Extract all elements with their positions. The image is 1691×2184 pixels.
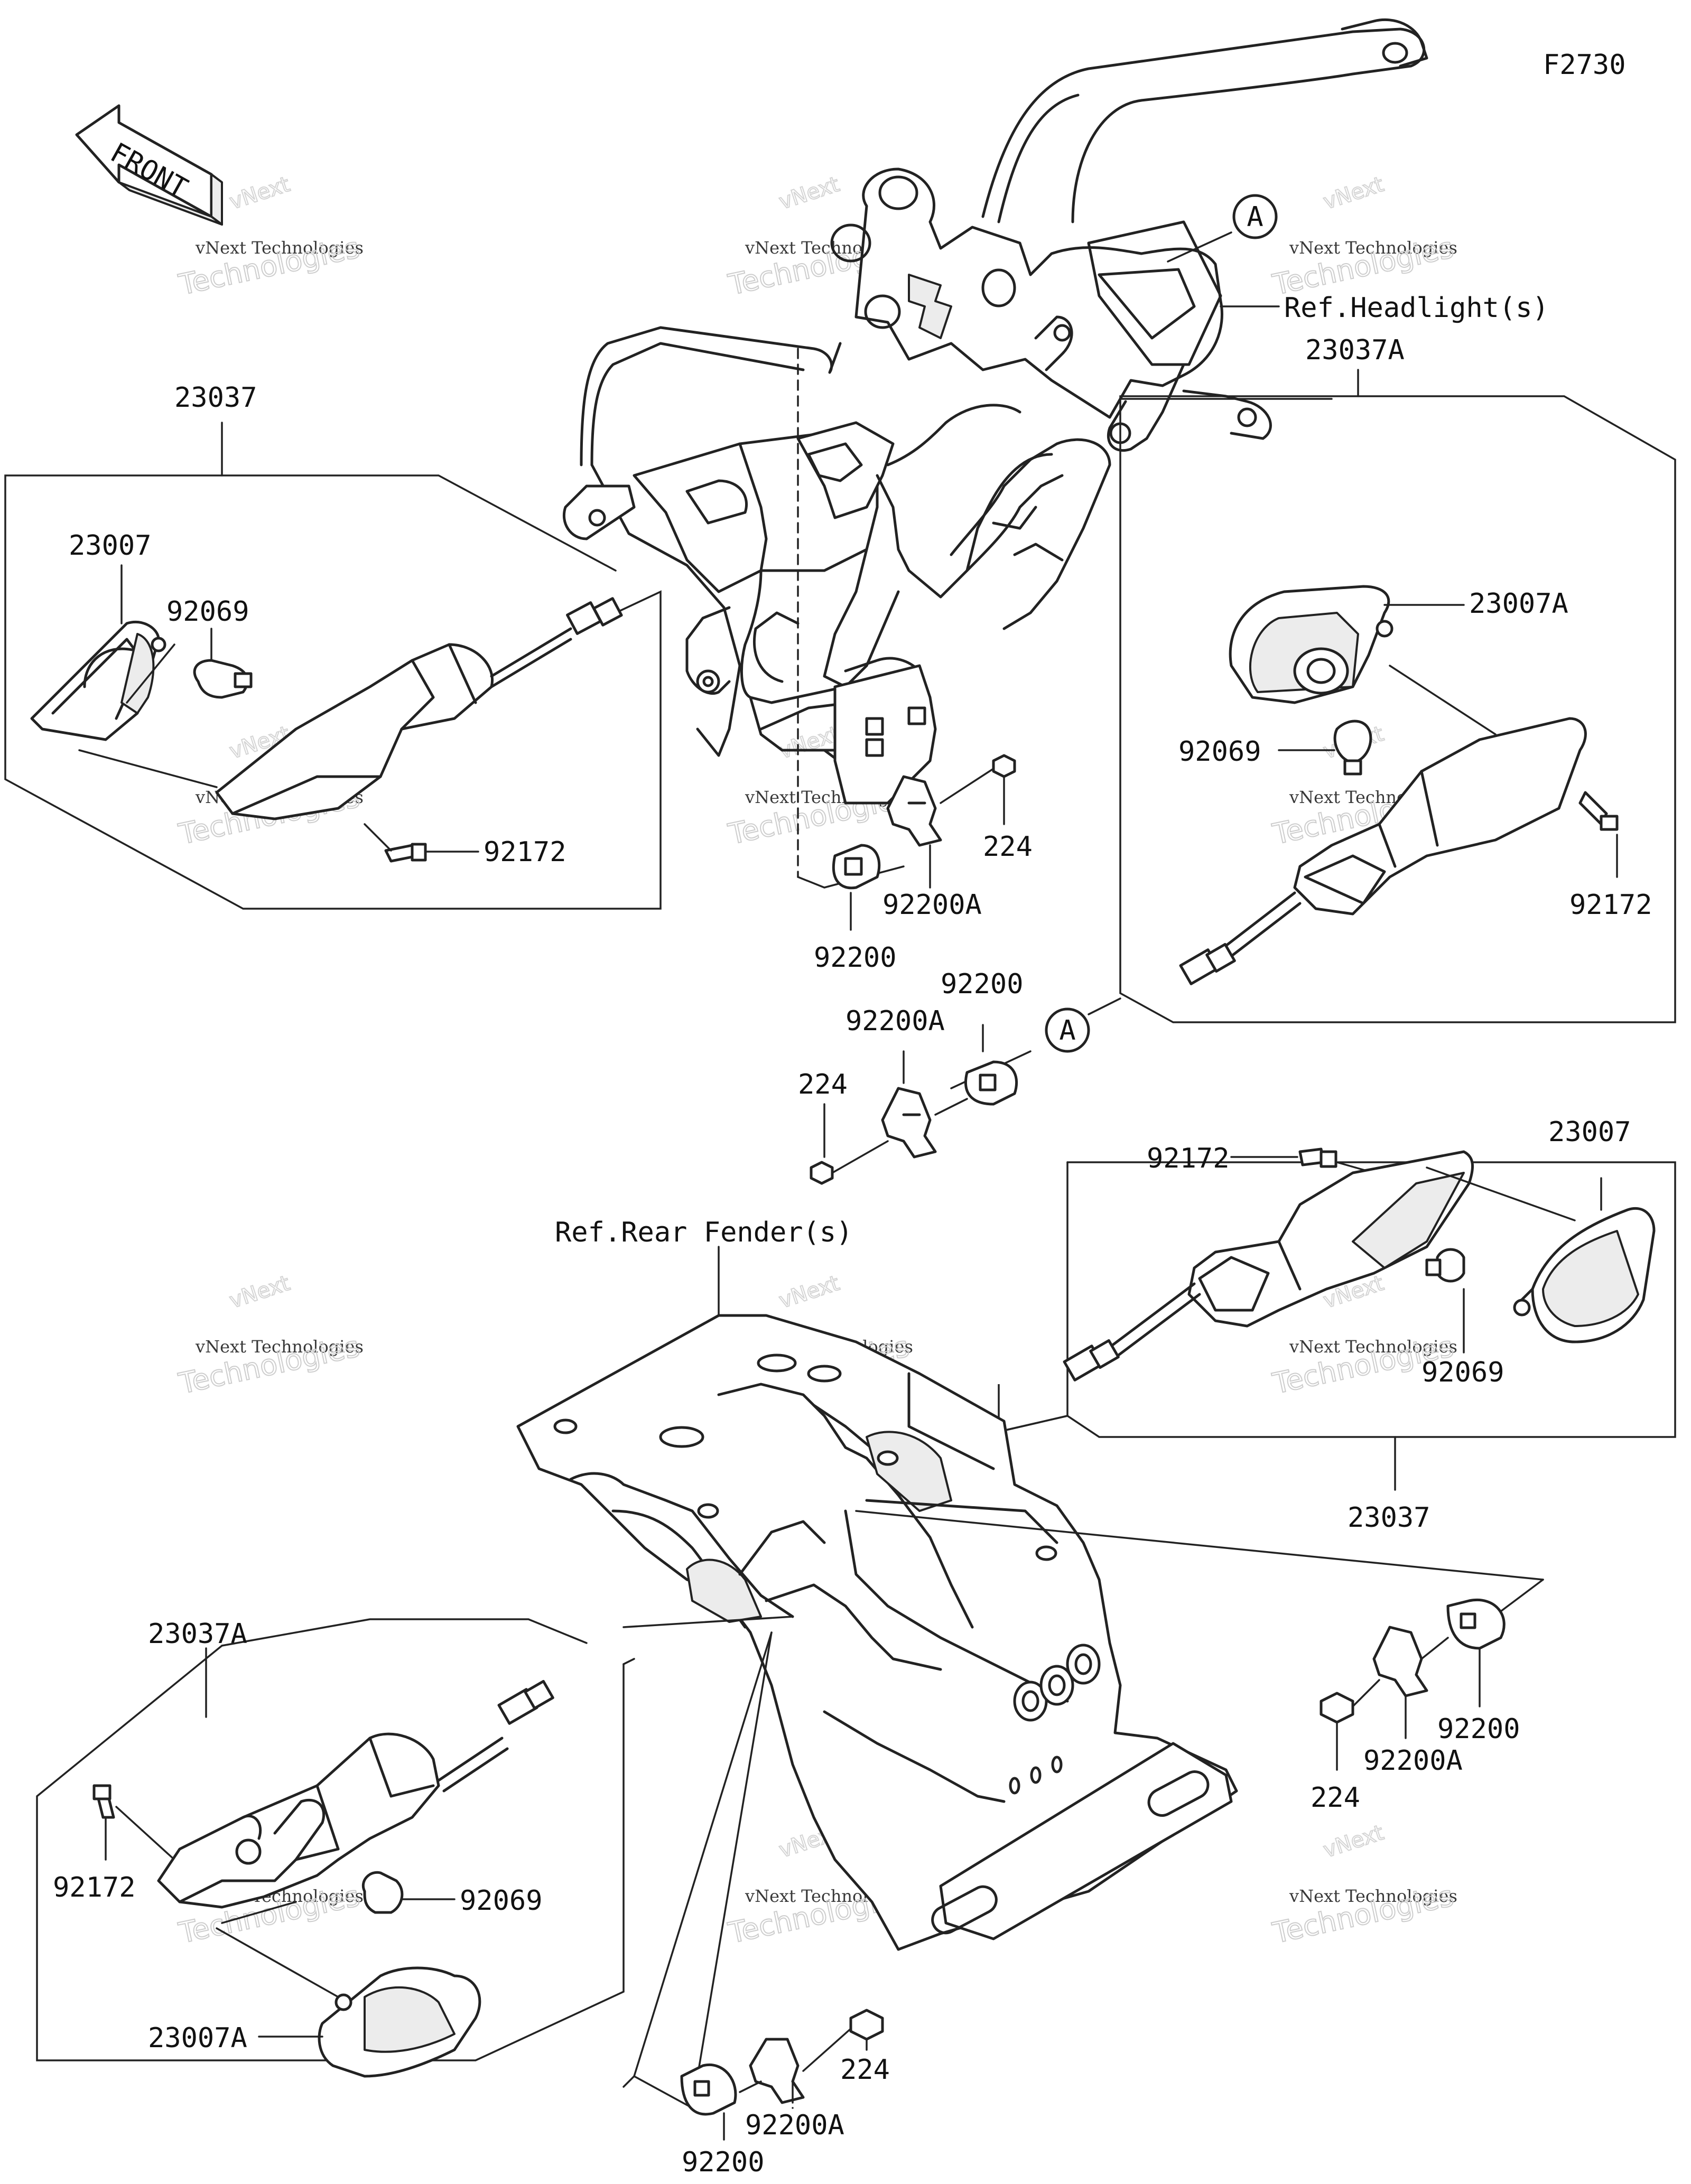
callout-rear-left-bolt: 224 — [840, 2054, 890, 2086]
rear-right-signal-group: 23037 92172 23007 92069 — [998, 1116, 1676, 1534]
callout-rear-right-clip: 92200A — [1363, 1745, 1463, 1777]
center-mount-hardware: A 92200 92200A 224 — [798, 968, 1121, 1185]
callout-front-left-screw: 92172 — [484, 836, 566, 868]
connector-a-marker-bottom — [1045, 1007, 1090, 1053]
connector-a-label-top: A — [1247, 201, 1263, 233]
svg-text:vNext Technologies: vNext Technologies — [195, 1337, 364, 1357]
front-frame-bracket — [830, 18, 1428, 452]
rear-left-mount-hardware: 92200 92200A 224 — [622, 1631, 890, 2178]
front-bolt-224-icon — [992, 754, 1016, 778]
callout-front-clip: 92200A — [882, 889, 982, 921]
front-right-signal-group: 23037A 23007A 92069 92172 — [1119, 334, 1676, 1023]
callout-center-plate: 92200 — [941, 968, 1024, 1000]
callout-rear-right-screw: 92172 — [1147, 1143, 1230, 1174]
callout-rear-left-screw: 92172 — [53, 1872, 136, 1903]
callout-rear-left-group: 23037A — [148, 1618, 247, 1650]
svg-text:vNext Technologies: vNext Technologies — [1289, 238, 1457, 258]
svg-text:vNext: vNext — [227, 172, 293, 214]
svg-text:vNext Technologies: vNext Technologies — [1289, 1886, 1457, 1906]
callout-rear-left-bulb: 92069 — [460, 1885, 543, 1917]
callout-rear-right-bulb: 92069 — [1421, 1357, 1504, 1388]
callout-front-right-screw: 92172 — [1569, 889, 1652, 921]
svg-text:vNext Technologies: vNext Technologies — [195, 238, 364, 258]
diagram-code: F2730 — [1543, 49, 1626, 81]
connector-a-label-bottom: A — [1059, 1015, 1075, 1047]
svg-text:vNext Technologies: vNext Technologies — [1289, 1337, 1457, 1357]
svg-text:vNext: vNext — [1321, 1821, 1387, 1863]
callout-rear-right-bolt: 224 — [1311, 1782, 1360, 1814]
svg-text:vNext: vNext — [776, 172, 842, 214]
callout-center-clip: 92200A — [846, 1005, 945, 1037]
rear-right-bolt-224-icon — [1320, 1692, 1354, 1724]
front-right-bulb-icon — [1333, 720, 1372, 762]
callout-rear-right-group: 23037 — [1348, 1502, 1430, 1534]
callout-center-bolt: 224 — [798, 1069, 848, 1100]
front-clip-92200A — [886, 775, 942, 847]
callout-front-plate: 92200 — [814, 942, 897, 974]
rear-right-mount-hardware: 92200 92200A 224 — [1311, 1579, 1544, 1814]
callout-front-bolt: 224 — [983, 831, 1033, 863]
front-right-housing — [1293, 717, 1587, 916]
headlight-reference: A Ref.Headlight(s) — [1167, 194, 1549, 324]
front-subframe — [562, 326, 1111, 805]
callout-front-left-group: 23037 — [174, 382, 257, 414]
callout-front-right-group: 23037A — [1305, 334, 1405, 366]
rear-right-bulb-icon — [1436, 1248, 1465, 1283]
svg-text:vNext: vNext — [227, 1271, 293, 1313]
ref-headlight-label: Ref.Headlight(s) — [1284, 292, 1549, 324]
center-clip-92200A — [881, 1087, 937, 1159]
callout-rear-left-plate: 92200 — [682, 2146, 765, 2178]
front-plate-92200 — [832, 844, 881, 890]
callout-rear-left-lens: 23007A — [148, 2022, 247, 2054]
ref-rear-fender-label: Ref.Rear Fender(s) — [555, 1217, 853, 1248]
rear-left-clip-92200A — [749, 2038, 805, 2104]
front-left-lens — [30, 620, 160, 741]
svg-text:vNext: vNext — [1321, 172, 1387, 214]
callout-front-left-bulb: 92069 — [166, 596, 249, 628]
svg-text:vNext: vNext — [776, 1271, 842, 1313]
callout-front-right-lens: 23007A — [1469, 588, 1568, 620]
center-plate-92200 — [964, 1060, 1018, 1106]
front-arrow-icon: FRONT — [75, 104, 223, 226]
callout-rear-right-plate: 92200 — [1437, 1713, 1520, 1745]
front-left-signal-group: 23037 23007 92069 92172 — [4, 382, 662, 910]
center-bolt-224-icon — [810, 1161, 834, 1185]
callout-rear-left-clip: 92200A — [745, 2110, 844, 2141]
rear-right-housing — [1187, 1150, 1474, 1328]
rear-left-signal-group: 23037A 92172 92069 23007A — [36, 1618, 635, 2078]
front-mount-hardware: 92200 92200A 224 — [797, 754, 1033, 974]
rear-left-bulb-icon — [361, 1871, 404, 1914]
rear-right-clip-92200A — [1372, 1626, 1428, 1697]
callout-front-right-bulb: 92069 — [1178, 736, 1261, 768]
rear-fender: Ref.Rear Fender(s) — [516, 1217, 1544, 1951]
connector-a-marker-top — [1232, 194, 1278, 239]
rear-left-bolt-224-icon — [849, 2009, 884, 2041]
callout-front-left-lens: 23007 — [69, 530, 152, 562]
callout-rear-right-lens: 23007 — [1548, 1116, 1631, 1148]
